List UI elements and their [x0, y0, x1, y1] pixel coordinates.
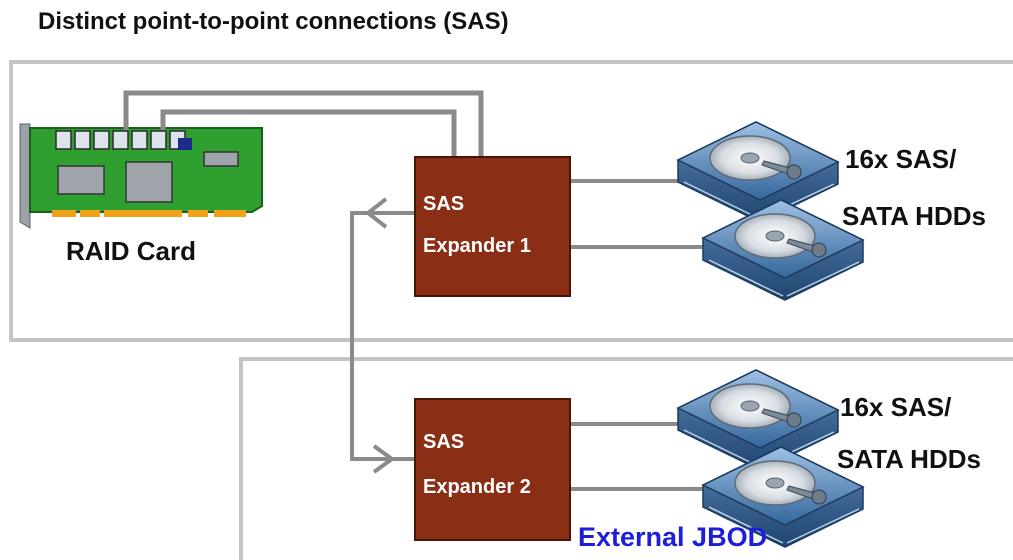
external-jbod-label: External JBOD	[578, 522, 768, 552]
hdd-group-bottom-line1: 16x SAS/	[840, 392, 952, 422]
raid-card-graphic	[19, 123, 263, 229]
hdd-group-top-line1: 16x SAS/	[845, 144, 957, 174]
hdd-icon	[677, 121, 839, 223]
page-title: Distinct point-to-point connections (SAS…	[38, 8, 509, 35]
sas-expander-1	[414, 156, 571, 297]
server-enclosure	[9, 60, 1013, 342]
expander1-label-line1: SAS	[423, 193, 465, 215]
cascade-cable	[350, 197, 415, 474]
hdd-icon	[677, 369, 839, 471]
raid-card-label: RAID Card	[66, 236, 197, 266]
hdd-group-bottom-line2: SATA HDDs	[837, 444, 981, 474]
sas-expander-2	[414, 398, 571, 541]
external-jbod-enclosure	[239, 357, 1013, 560]
raid-to-expander1-cables	[123, 90, 484, 157]
hdd-icon	[702, 199, 864, 301]
expander2-label-line1: SAS	[423, 431, 465, 453]
hdd-group-top-line2: SATA HDDs	[842, 201, 986, 231]
expander2-label-line2: Expander 2	[423, 476, 531, 498]
expander1-label-line2: Expander 1	[423, 235, 531, 257]
